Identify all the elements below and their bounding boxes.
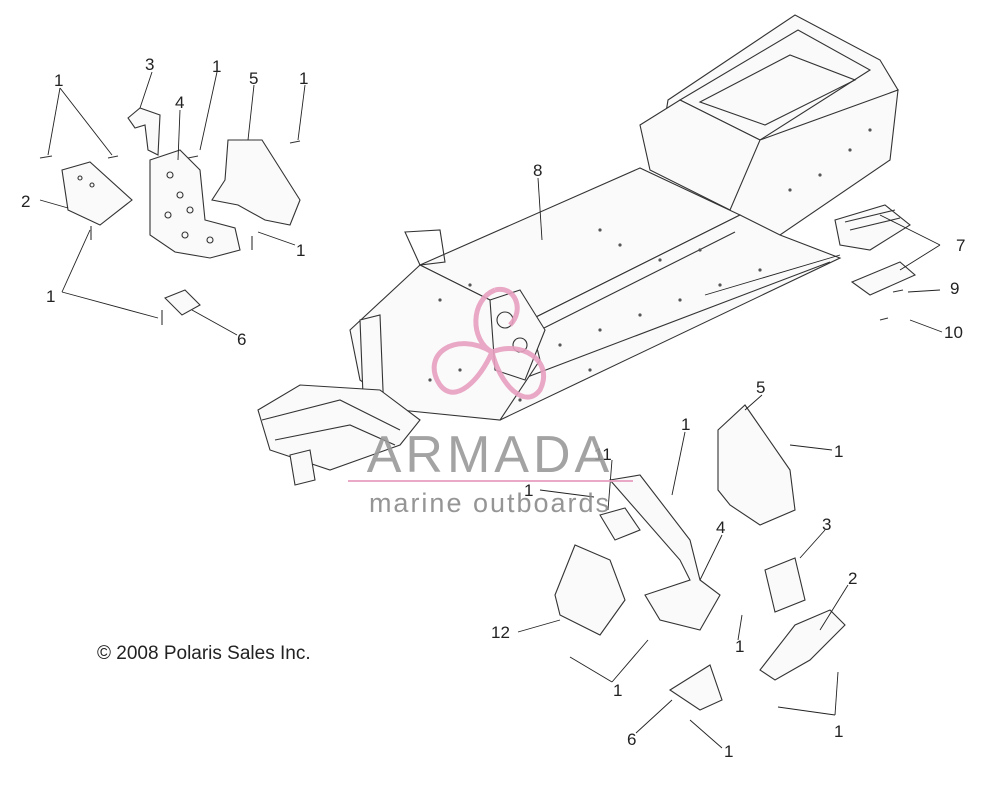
callout-label: 1	[212, 57, 221, 76]
part-4b-plate	[608, 474, 721, 631]
callout-label: 4	[716, 518, 725, 537]
callout-label: 2	[848, 569, 857, 588]
callout-label: 7	[956, 236, 965, 255]
callout-label: 2	[21, 192, 30, 211]
callout-label: 12	[491, 623, 510, 642]
callout-label: 1	[524, 481, 533, 500]
callout-label: 5	[249, 69, 258, 88]
callout-label: 3	[145, 55, 154, 74]
part-7-footrest	[834, 204, 911, 251]
part-2b-plate	[759, 609, 846, 681]
watermark-logo-icon	[431, 286, 547, 400]
watermark-tagline: marine outboards	[369, 488, 611, 518]
part-3b-bracket	[764, 557, 806, 613]
part-5b-bracket	[717, 404, 796, 526]
chassis-frame	[257, 14, 899, 486]
top-left-parts	[39, 107, 301, 325]
callout-label: 1	[46, 287, 55, 306]
callout-label: 9	[950, 279, 959, 298]
callout-label: 8	[533, 161, 542, 180]
callout-label: 5	[756, 378, 765, 397]
callout-label: 6	[237, 330, 246, 349]
watermark-divider	[348, 480, 633, 482]
callout-label: 1	[834, 442, 843, 461]
callout-label: 6	[627, 730, 636, 749]
right-parts	[834, 204, 917, 321]
part-6b-bracket	[668, 664, 723, 711]
part-2-plate	[61, 161, 133, 226]
callout-label: 10	[944, 323, 963, 342]
copyright-text: © 2008 Polaris Sales Inc.	[97, 643, 311, 664]
callout-label: 1	[54, 71, 63, 90]
callout-labels: 1 3 1 5 1 4 2 1 1 6 8 7 9 10 5 1 1 11 1 …	[21, 55, 965, 761]
part-5-bracket	[211, 139, 301, 226]
callout-label: 1	[299, 69, 308, 88]
part-7-plate	[850, 261, 917, 296]
callout-label: 1	[724, 742, 733, 761]
watermark: ARMADA marine outboards	[348, 286, 633, 518]
part-3-bracket	[127, 107, 161, 156]
part-12-plate	[554, 544, 626, 636]
callout-label: 1	[735, 637, 744, 656]
bottom-right-parts	[554, 404, 846, 711]
part-11-bracket	[599, 507, 641, 541]
leader-lines	[39, 71, 943, 749]
callout-label: 1	[296, 241, 305, 260]
callout-label: 11	[594, 445, 612, 464]
callout-label: 1	[834, 722, 843, 741]
callout-label: 1	[681, 415, 690, 434]
watermark-brand: ARMADA	[367, 426, 613, 484]
part-6-bracket	[164, 289, 201, 316]
callout-label: 4	[175, 93, 184, 112]
callout-label: 1	[613, 681, 622, 700]
callout-label: 3	[822, 515, 831, 534]
